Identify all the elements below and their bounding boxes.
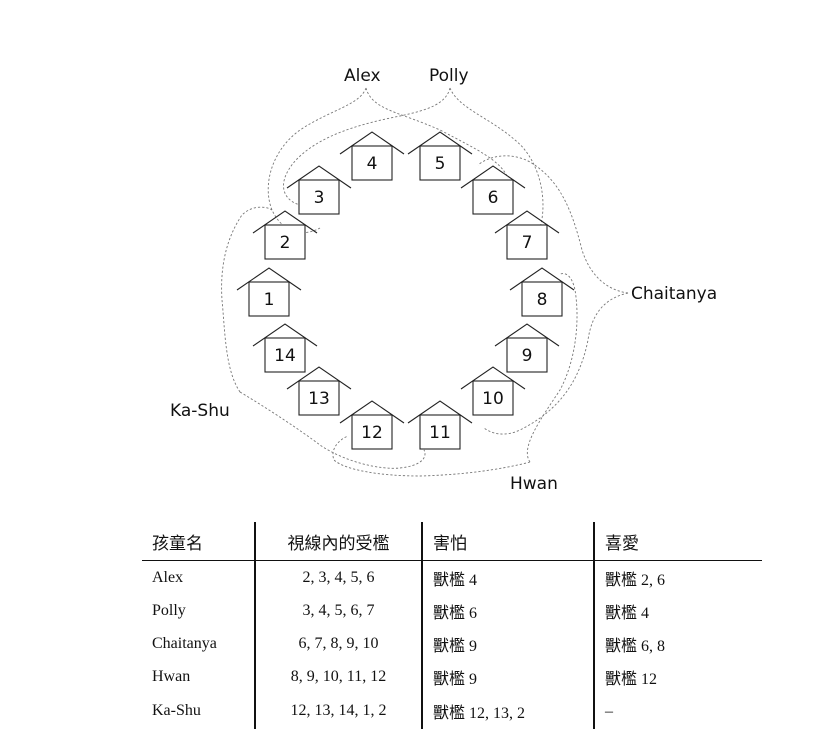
child-label-alex: Alex — [344, 66, 381, 86]
cage-number: 3 — [314, 188, 325, 208]
cell-fear: 獸檻 6 — [422, 594, 595, 627]
cage-box — [351, 145, 393, 181]
cage-number: 8 — [537, 290, 548, 310]
cage-roof — [236, 267, 302, 291]
table-row: Polly 3, 4, 5, 6, 7 獸檻 6 獸檻 4 — [142, 594, 762, 627]
table-row: Alex 2, 3, 4, 5, 6 獸檻 4 獸檻 2, 6 — [142, 560, 762, 594]
child-label-hwan: Hwan — [510, 474, 558, 494]
cage-roof — [286, 165, 352, 189]
cage-11: 11 — [407, 400, 473, 450]
sight-line-kashu — [221, 206, 426, 469]
cage-number: 1 — [264, 290, 275, 310]
cell-name: Alex — [142, 560, 256, 594]
table-row: Hwan 8, 9, 10, 11, 12 獸檻 9 獸檻 12 — [142, 660, 762, 693]
cell-in-sight: 6, 7, 8, 9, 10 — [255, 627, 423, 660]
cage-box — [298, 179, 340, 215]
cage-8: 8 — [509, 267, 575, 317]
cell-fear: 獸檻 4 — [422, 560, 595, 594]
table-row: Ka-Shu 12, 13, 14, 1, 2 獸檻 12, 13, 2 – — [142, 693, 762, 729]
cage-box — [264, 337, 306, 373]
cage-9: 9 — [494, 323, 560, 373]
cell-in-sight: 8, 9, 10, 11, 12 — [255, 660, 423, 693]
cage-roof — [407, 131, 473, 155]
cage-number: 5 — [435, 154, 446, 174]
cage-4: 4 — [339, 131, 405, 181]
child-cage-table: 孩童名 視線內的受檻 害怕 喜愛 Alex 2, 3, 4, 5, 6 獸檻 4… — [142, 522, 762, 729]
cage-box — [298, 380, 340, 416]
cage-roof — [509, 267, 575, 291]
cage-14: 14 — [252, 323, 318, 373]
cage-box — [351, 414, 393, 450]
cage-number: 12 — [361, 423, 383, 443]
cage-13: 13 — [286, 366, 352, 416]
cell-name: Hwan — [142, 660, 256, 693]
header-fears: 害怕 — [422, 522, 595, 561]
cage-number: 10 — [482, 389, 504, 409]
cell-in-sight: 2, 3, 4, 5, 6 — [255, 560, 423, 594]
header-likes: 喜愛 — [594, 522, 762, 561]
cage-box — [248, 281, 290, 317]
sight-line-polly — [283, 87, 544, 229]
cell-name: Chaitanya — [142, 627, 256, 660]
header-cages-in-sight: 視線內的受檻 — [255, 522, 423, 561]
cage-number: 9 — [522, 346, 533, 366]
sight-line-hwan — [332, 273, 578, 477]
cage-roof — [286, 366, 352, 390]
cell-fear: 獸檻 9 — [422, 660, 595, 693]
child-label-polly: Polly — [429, 66, 469, 86]
child-label-chaitanya: Chaitanya — [631, 284, 717, 304]
cage-5: 5 — [407, 131, 473, 181]
header-child-name: 孩童名 — [142, 522, 256, 561]
cell-like: 獸檻 12 — [605, 668, 658, 688]
cage-number: 4 — [367, 154, 378, 174]
cell-fear: 獸檻 12, 13, 2 — [422, 693, 595, 729]
cage-number: 13 — [308, 389, 330, 409]
cage-roof — [407, 400, 473, 424]
cage-number: 14 — [274, 346, 296, 366]
cage-box — [506, 337, 548, 373]
cage-2: 2 — [252, 210, 318, 260]
cage-12: 12 — [339, 400, 405, 450]
cage-box — [419, 414, 461, 450]
child-label-kashu: Ka-Shu — [170, 401, 230, 421]
cage-roof — [494, 210, 560, 234]
cage-box — [472, 179, 514, 215]
cell-like: – — [605, 703, 613, 720]
cell-like: 獸檻 6, 8 — [605, 635, 666, 655]
cage-6: 6 — [460, 165, 526, 215]
cage-roof — [339, 400, 405, 424]
cage-7: 7 — [494, 210, 560, 260]
cage-box — [506, 224, 548, 260]
cell-fear: 獸檻 9 — [422, 627, 595, 660]
cell-name: Ka-Shu — [142, 693, 256, 729]
sight-line-chaitanya — [477, 155, 629, 435]
cage-number: 11 — [429, 423, 451, 443]
cage-number: 2 — [280, 233, 291, 253]
cage-roof — [460, 366, 526, 390]
cage-10: 10 — [460, 366, 526, 416]
cell-like: 獸檻 4 — [605, 602, 650, 622]
cell-like: 獸檻 2, 6 — [605, 569, 666, 589]
table-row: Chaitanya 6, 7, 8, 9, 10 獸檻 9 獸檻 6, 8 — [142, 627, 762, 660]
cage-3: 3 — [286, 165, 352, 215]
cage-number: 6 — [488, 188, 499, 208]
cage-box — [264, 224, 306, 260]
cage-box — [521, 281, 563, 317]
cell-name: Polly — [142, 594, 256, 627]
cage-number: 7 — [522, 233, 533, 253]
cage-roof — [339, 131, 405, 155]
cage-box — [419, 145, 461, 181]
cage-1: 1 — [236, 267, 302, 317]
cage-roof — [460, 165, 526, 189]
cage-roof — [252, 323, 318, 347]
table-header-row: 孩童名 視線內的受檻 害怕 喜愛 — [142, 522, 762, 561]
cell-in-sight: 3, 4, 5, 6, 7 — [255, 594, 423, 627]
cage-roof — [252, 210, 318, 234]
cell-in-sight: 12, 13, 14, 1, 2 — [255, 693, 423, 729]
cage-roof — [494, 323, 560, 347]
cage-box — [472, 380, 514, 416]
